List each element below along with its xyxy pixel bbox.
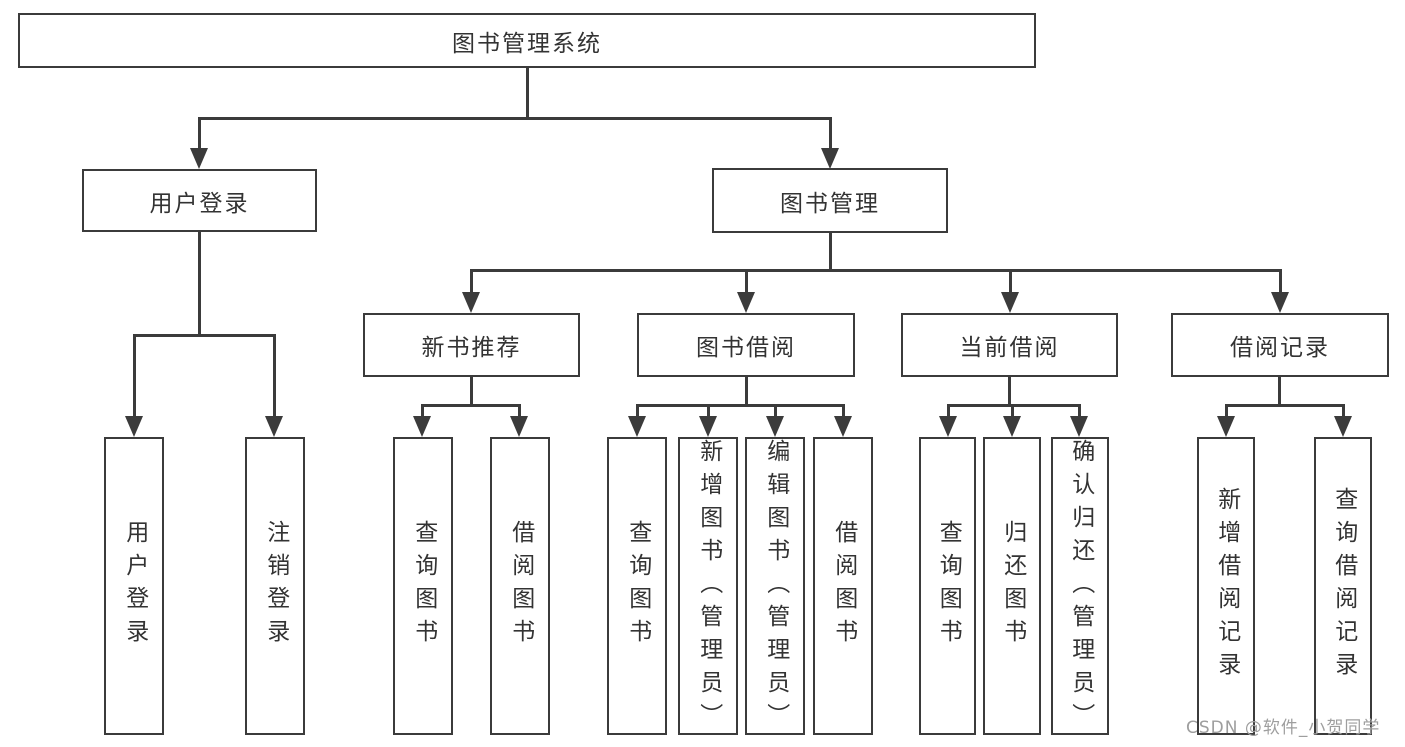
leaf-logout-login: 注销登录 bbox=[245, 437, 305, 735]
connector-stem bbox=[273, 334, 276, 418]
arrowhead-down-icon bbox=[265, 416, 283, 437]
connector-root-bar bbox=[198, 117, 832, 120]
leaf-query-books-current: 查询图书 bbox=[919, 437, 976, 735]
node-label: 当前借阅 bbox=[959, 335, 1060, 361]
arrowhead-down-icon bbox=[834, 416, 852, 437]
node-current-borrowing: 当前借阅 bbox=[901, 313, 1118, 377]
node-label: 图书管理系统 bbox=[452, 30, 602, 57]
leaf-confirm-return-admin: 确认归还（管理员） bbox=[1051, 437, 1109, 736]
connector-login-trunk bbox=[198, 232, 201, 337]
leaf-query-books-borrowing: 查询图书 bbox=[607, 437, 667, 735]
node-user-login: 用户登录 bbox=[82, 169, 317, 232]
leaf-label: 查询图书 bbox=[935, 520, 962, 652]
connector-bar bbox=[421, 404, 521, 407]
leaf-label: 注销登录 bbox=[262, 520, 289, 652]
connector-stem bbox=[636, 404, 639, 418]
leaf-add-borrow-record: 新增借阅记录 bbox=[1197, 437, 1255, 735]
connector-mgmt-bar bbox=[470, 269, 1282, 272]
leaf-label: 用户登录 bbox=[121, 520, 148, 652]
connector-stem bbox=[470, 269, 473, 293]
leaf-label: 查询图书 bbox=[624, 520, 651, 652]
leaf-label: 新增图书（管理员） bbox=[695, 439, 722, 736]
leaf-label: 查询借阅记录 bbox=[1330, 487, 1357, 685]
arrowhead-down-icon bbox=[766, 416, 784, 437]
connector-stem bbox=[1342, 404, 1345, 418]
connector-trunk bbox=[1008, 377, 1011, 407]
arrowhead-down-icon bbox=[190, 148, 208, 169]
connector-stem bbox=[1078, 404, 1081, 418]
node-borrowing-records: 借阅记录 bbox=[1171, 313, 1389, 377]
arrowhead-down-icon bbox=[821, 148, 839, 169]
leaf-edit-books-admin: 编辑图书（管理员） bbox=[745, 437, 805, 736]
connector-stem bbox=[1011, 404, 1014, 418]
leaf-label: 借阅图书 bbox=[507, 520, 534, 652]
arrowhead-down-icon bbox=[462, 292, 480, 313]
arrowhead-down-icon bbox=[939, 416, 957, 437]
node-label: 图书管理 bbox=[780, 190, 880, 217]
connector-stem bbox=[1225, 404, 1228, 418]
arrowhead-down-icon bbox=[1334, 416, 1352, 437]
node-new-book-recommendation: 新书推荐 bbox=[363, 313, 580, 377]
leaf-label: 归还图书 bbox=[999, 520, 1026, 652]
watermark: CSDN @软件_小贺同学 bbox=[1186, 718, 1381, 738]
leaf-borrow-books-recommend: 借阅图书 bbox=[490, 437, 550, 735]
arrowhead-down-icon bbox=[413, 416, 431, 437]
connector-login-bar bbox=[133, 334, 276, 337]
leaf-label: 新增借阅记录 bbox=[1213, 487, 1240, 685]
connector-stem bbox=[745, 269, 748, 293]
node-book-borrowing: 图书借阅 bbox=[637, 313, 855, 377]
connector-stem bbox=[829, 117, 832, 150]
connector-trunk bbox=[470, 377, 473, 407]
arrowhead-down-icon bbox=[628, 416, 646, 437]
node-library-system: 图书管理系统 bbox=[18, 13, 1036, 68]
leaf-borrow-books: 借阅图书 bbox=[813, 437, 873, 735]
arrowhead-down-icon bbox=[1217, 416, 1235, 437]
connector-mgmt-trunk bbox=[829, 233, 832, 272]
arrowhead-down-icon bbox=[737, 292, 755, 313]
connector-root-trunk bbox=[526, 68, 529, 120]
connector-stem bbox=[421, 404, 424, 418]
connector-bar bbox=[947, 404, 1081, 407]
arrowhead-down-icon bbox=[699, 416, 717, 437]
arrowhead-down-icon bbox=[510, 416, 528, 437]
connector-stem bbox=[1009, 269, 1012, 293]
connector-stem bbox=[133, 334, 136, 418]
connector-trunk bbox=[745, 377, 748, 407]
connector-stem bbox=[842, 404, 845, 418]
leaf-label: 借阅图书 bbox=[830, 520, 857, 652]
connector-bar bbox=[636, 404, 844, 407]
node-label: 用户登录 bbox=[149, 190, 250, 217]
node-label: 图书借阅 bbox=[696, 335, 796, 361]
arrowhead-down-icon bbox=[125, 416, 143, 437]
connector-stem bbox=[198, 117, 201, 150]
connector-stem bbox=[518, 404, 521, 418]
leaf-label: 查询图书 bbox=[410, 520, 437, 652]
node-label: 借阅记录 bbox=[1230, 335, 1330, 361]
connector-stem bbox=[1279, 269, 1282, 293]
arrowhead-down-icon bbox=[1003, 416, 1021, 437]
node-book-management: 图书管理 bbox=[712, 168, 948, 233]
arrowhead-down-icon bbox=[1070, 416, 1088, 437]
leaf-label: 编辑图书（管理员） bbox=[762, 439, 789, 736]
connector-bar bbox=[1225, 404, 1344, 407]
arrowhead-down-icon bbox=[1001, 292, 1019, 313]
leaf-add-books-admin: 新增图书（管理员） bbox=[678, 437, 738, 736]
arrowhead-down-icon bbox=[1271, 292, 1289, 313]
node-label: 新书推荐 bbox=[421, 335, 522, 361]
leaf-query-books-recommend: 查询图书 bbox=[393, 437, 453, 735]
connector-stem bbox=[947, 404, 950, 418]
connector-stem bbox=[774, 404, 777, 418]
leaf-user-login: 用户登录 bbox=[104, 437, 164, 735]
leaf-return-books: 归还图书 bbox=[983, 437, 1041, 735]
connector-stem bbox=[707, 404, 710, 418]
connector-trunk bbox=[1278, 377, 1281, 407]
leaf-label: 确认归还（管理员） bbox=[1067, 439, 1094, 736]
leaf-query-borrow-record: 查询借阅记录 bbox=[1314, 437, 1372, 735]
